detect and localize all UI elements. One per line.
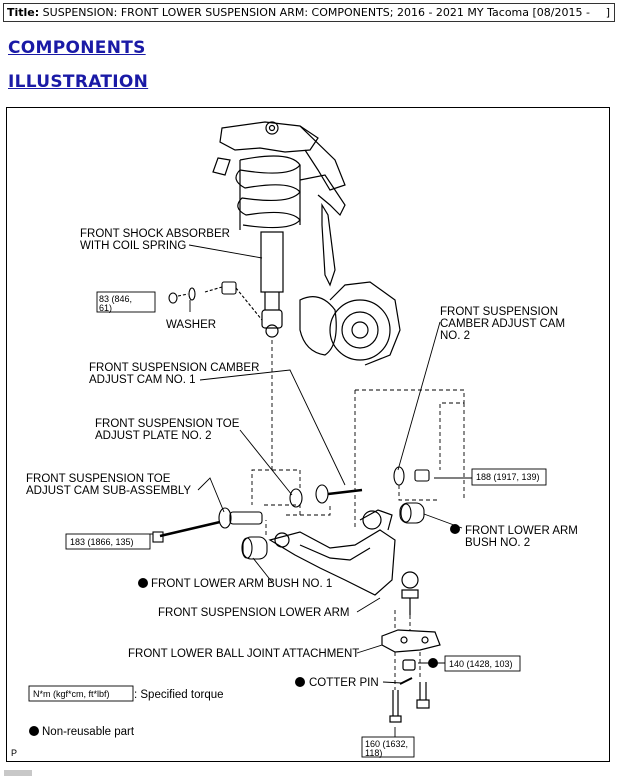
illustration-heading[interactable]: ILLUSTRATION bbox=[8, 72, 149, 92]
legend-torque-box-text: N*m (kgf*cm, ft*lbf) bbox=[33, 689, 110, 699]
label-camber-cam-no2-line2: CAMBER ADJUST CAM bbox=[440, 318, 565, 330]
alignment-dashed-lines bbox=[251, 340, 465, 690]
label-bush-no2-line2: BUSH NO. 2 bbox=[465, 537, 530, 549]
torque-shock-line2: 61) bbox=[99, 303, 112, 313]
label-toe-plate-line1: FRONT SUSPENSION TOE bbox=[95, 418, 240, 430]
footer-icon[interactable] bbox=[4, 770, 32, 776]
lower-arm-drawing bbox=[268, 509, 441, 723]
legend-nonreusable-text: Non-reusable part bbox=[42, 726, 135, 738]
label-cotter-pin: COTTER PIN bbox=[309, 677, 379, 689]
label-washer: WASHER bbox=[166, 319, 216, 331]
label-camber-cam-no2-line3: NO. 2 bbox=[440, 330, 470, 342]
shock-bolt-hardware bbox=[168, 281, 263, 321]
illustration-frame bbox=[6, 107, 610, 762]
torque-toe: 183 (1866, 135) bbox=[70, 537, 134, 547]
label-bush-no1: FRONT LOWER ARM BUSH NO. 1 bbox=[151, 578, 332, 590]
legend-torque-text: : Specified torque bbox=[134, 689, 224, 701]
label-camber-cam-no2-line1: FRONT SUSPENSION bbox=[440, 306, 558, 318]
torque-bolts-line2: 118) bbox=[365, 748, 382, 758]
label-camber-cam-no1-line1: FRONT SUSPENSION CAMBER bbox=[89, 362, 259, 374]
nonreusable-markers bbox=[29, 524, 460, 736]
title-prefix: Title: bbox=[7, 6, 40, 19]
torque-boxes bbox=[28, 291, 547, 758]
torque-ball-joint: 140 (1428, 103) bbox=[449, 659, 513, 669]
title-text: SUSPENSION: FRONT LOWER SUSPENSION ARM: … bbox=[39, 6, 590, 19]
label-bush-no2-line1: FRONT LOWER ARM bbox=[465, 525, 578, 537]
label-shock-line1: FRONT SHOCK ABSORBER bbox=[80, 228, 230, 240]
leader-lines bbox=[150, 244, 472, 737]
label-ball-joint: FRONT LOWER BALL JOINT ATTACHMENT bbox=[128, 648, 359, 660]
label-toe-plate-line2: ADJUST PLATE NO. 2 bbox=[95, 430, 212, 442]
shock-absorber-drawing bbox=[212, 121, 401, 366]
torque-cam: 188 (1917, 139) bbox=[476, 472, 540, 482]
cam-hardware bbox=[152, 466, 430, 560]
label-shock-line2: WITH COIL SPRING bbox=[80, 240, 186, 252]
label-toe-cam-line1: FRONT SUSPENSION TOE bbox=[26, 473, 171, 485]
label-lower-arm: FRONT SUSPENSION LOWER ARM bbox=[158, 607, 349, 619]
title-suffix: ] bbox=[605, 6, 610, 19]
title-bar: Title: SUSPENSION: FRONT LOWER SUSPENSIO… bbox=[3, 3, 615, 22]
torque-bolts-line1: 160 (1632, bbox=[365, 739, 408, 749]
corner-mark: P bbox=[11, 748, 17, 758]
label-toe-cam-line2: ADJUST CAM SUB-ASSEMBLY bbox=[26, 485, 191, 497]
torque-shock-line1: 83 (846, bbox=[99, 294, 132, 304]
label-camber-cam-no1-line2: ADJUST CAM NO. 1 bbox=[89, 374, 196, 386]
components-heading[interactable]: COMPONENTS bbox=[8, 38, 146, 58]
